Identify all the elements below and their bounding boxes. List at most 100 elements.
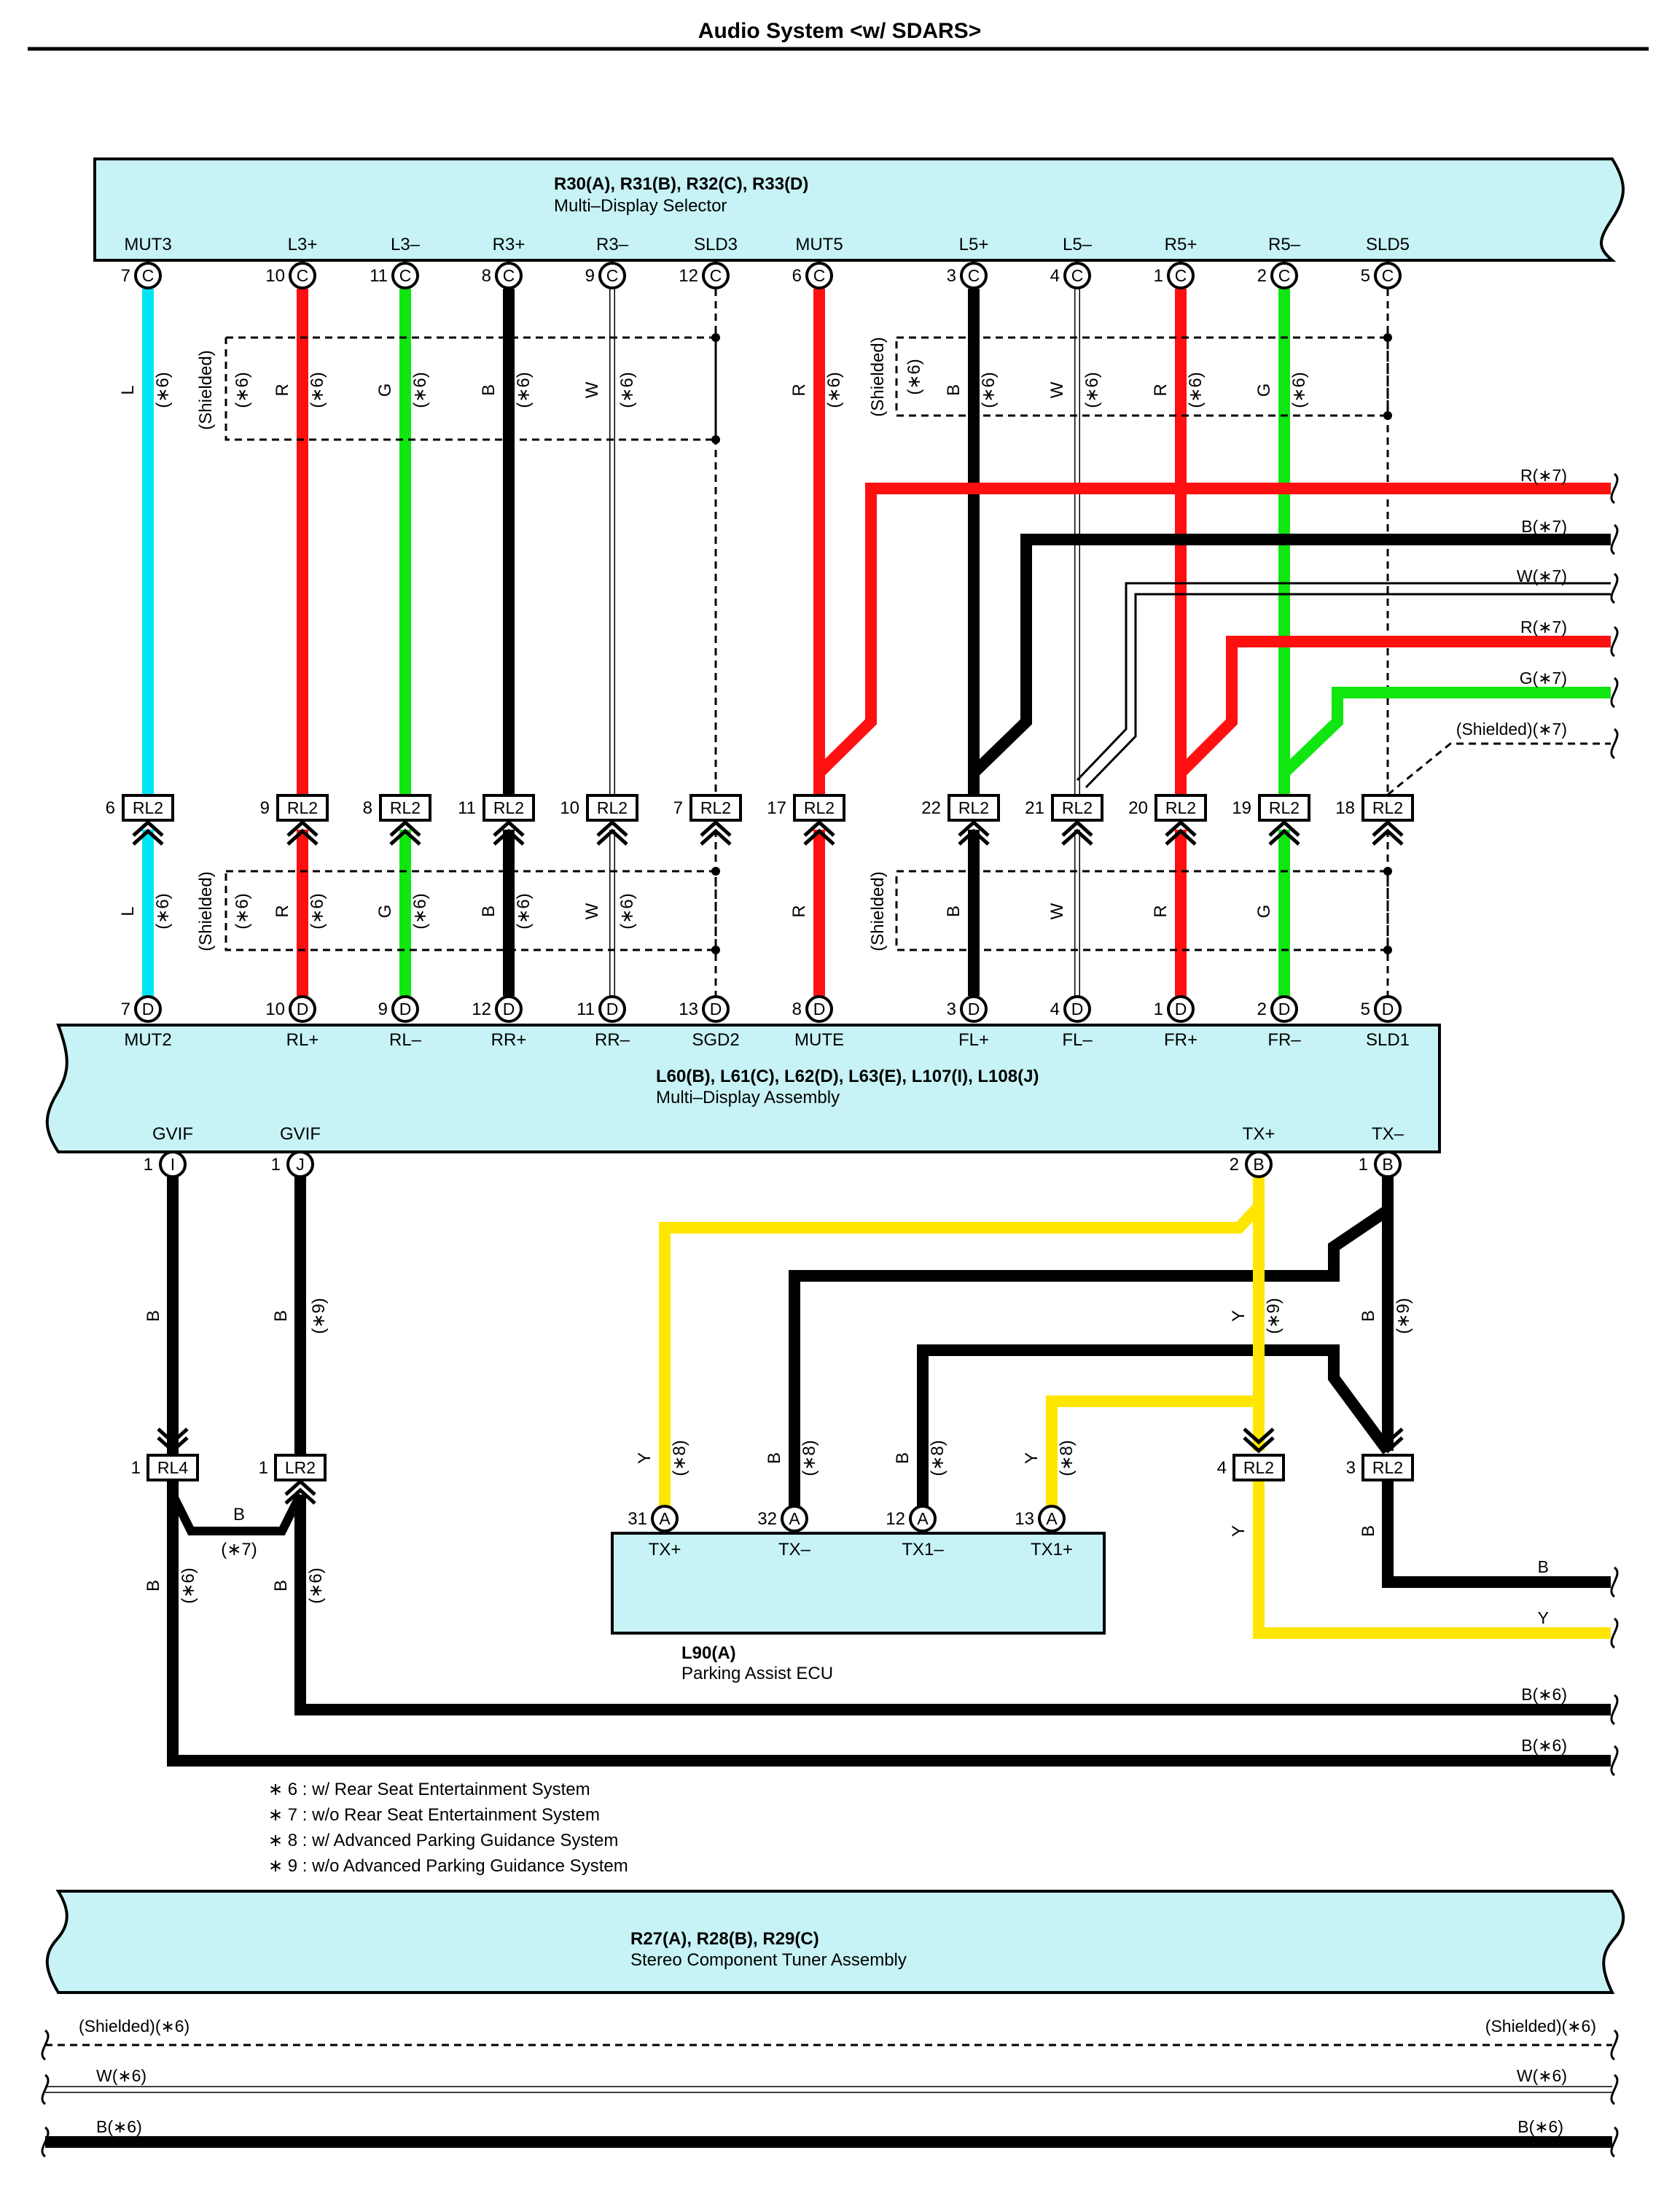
top-pin-label-6: MUT5 xyxy=(795,235,843,254)
shielded-label-1: (Shielded) xyxy=(196,350,216,429)
pa-pin-label-2: TX1– xyxy=(902,1540,944,1559)
opt6-sh3: (∗6) xyxy=(233,893,252,929)
rl2-4-chev-1 xyxy=(1243,1428,1275,1445)
bottom-break-right-0 xyxy=(1610,2029,1619,2061)
wire-color-top-8: W xyxy=(1047,381,1067,398)
rl4-out-color: B xyxy=(144,1580,163,1592)
rl2-4-chev-0 xyxy=(1243,1436,1275,1454)
rl2-num-11: 18 xyxy=(1335,798,1355,818)
rl2-3-out xyxy=(1382,1481,1611,1588)
shielded-label-4: (Shielded) xyxy=(868,871,888,951)
bot-pin-2-letter: D xyxy=(399,1000,412,1019)
top-pin-label-2: L3– xyxy=(391,235,421,254)
wire-opt-top-7: (∗6) xyxy=(979,372,999,408)
low-exit-b: B xyxy=(1538,1557,1549,1576)
bot-pin-6 xyxy=(805,995,833,1023)
shield-dot-4 xyxy=(711,867,720,876)
wire-color-bot-6: R xyxy=(789,905,809,917)
opt6-sh2: (∗6) xyxy=(905,359,924,394)
parking-ref: L90(A) xyxy=(681,1643,736,1663)
rl2-4-out-color: Y xyxy=(1229,1525,1249,1537)
rl2-chev-3-1 xyxy=(493,828,525,846)
bot-pin-num-4: 11 xyxy=(577,1000,595,1019)
top-pin-1 xyxy=(289,262,316,289)
wire-opt-bot-2: (∗6) xyxy=(410,893,430,929)
top-pin-11-letter: C xyxy=(1382,266,1394,285)
top-pin-num-0: 7 xyxy=(121,266,130,286)
exit-break-5 xyxy=(1610,728,1619,760)
tuner-name: Stereo Component Tuner Assembly xyxy=(630,1950,907,1970)
shielded-label-3: (Shielded) xyxy=(196,871,216,951)
label-layer: (Shielded) (Shielded) (Shielded) (Shielded)… xyxy=(106,235,1567,1755)
rl2-3-out-color: B xyxy=(1359,1525,1378,1537)
bot-pin-label-11: SLD1 xyxy=(1366,1030,1410,1050)
rl2-box-0-label: RL2 xyxy=(133,798,163,817)
top-pin-num-6: 6 xyxy=(792,266,802,286)
pa-pin-2-letter: A xyxy=(917,1509,929,1528)
gvif-j-pin xyxy=(286,1150,314,1178)
exit-break-4 xyxy=(1610,677,1619,709)
shield-dot-3 xyxy=(1383,411,1392,420)
bot-pin-label-4: RR– xyxy=(595,1030,630,1050)
shield-dot-2 xyxy=(1383,333,1392,342)
bot-pin-label-5: SGD2 xyxy=(692,1030,739,1050)
top-pin-label-9: R5+ xyxy=(1165,235,1198,254)
exit-label-4: G(∗7) xyxy=(1520,669,1567,688)
pa-pin-label-0: TX+ xyxy=(649,1540,681,1559)
shielded-label-2: (Shielded) xyxy=(868,337,888,416)
wire-color-bot-0: L xyxy=(118,906,138,916)
gvif-i-pin xyxy=(159,1150,187,1178)
bot-pin-1-letter: D xyxy=(297,1000,309,1019)
bot-pin-3-letter: D xyxy=(503,1000,515,1019)
top-pin-0-letter: C xyxy=(142,266,155,285)
lr2-num: 1 xyxy=(259,1458,268,1478)
wire-color-top-10: G xyxy=(1254,383,1274,397)
pa-pin-3-letter: A xyxy=(1046,1509,1058,1528)
assembly-box xyxy=(45,1024,1441,1153)
top-pin-10 xyxy=(1270,262,1298,289)
bot-pin-5 xyxy=(702,995,730,1023)
top-pin-6-letter: C xyxy=(813,266,826,285)
exit-shield xyxy=(1387,742,1611,796)
pa-pin-num-1: 32 xyxy=(757,1509,777,1529)
top-pin-3 xyxy=(495,262,523,289)
rl2-num-5: 7 xyxy=(673,798,683,818)
gvif-j-color: B xyxy=(271,1310,291,1322)
rl4-chev-0 xyxy=(157,1436,189,1454)
txm-pin-letter: B xyxy=(1382,1155,1393,1174)
wire-opt-bot-3: (∗6) xyxy=(514,893,534,929)
gvif-j-num: 1 xyxy=(271,1155,281,1175)
low-exit-b6b: B(∗6) xyxy=(1521,1736,1567,1755)
pa-pin-0-letter: A xyxy=(659,1509,671,1528)
shield-dot-0 xyxy=(711,333,720,342)
lr2-box xyxy=(274,1454,327,1481)
rl2-3-chev-0 xyxy=(1372,1436,1404,1454)
wire-color-top-7: B xyxy=(944,384,964,396)
selector-box xyxy=(93,157,1625,262)
exit-label-0: R(∗7) xyxy=(1520,466,1567,485)
low-exit-y: Y xyxy=(1538,1608,1549,1627)
top-pin-num-9: 1 xyxy=(1154,266,1163,286)
gvif-j-pin-letter: J xyxy=(296,1155,305,1174)
bot-pin-0 xyxy=(134,995,162,1023)
exit-break-2 xyxy=(1610,572,1619,604)
rl2-chev-2-1 xyxy=(389,828,421,846)
rl2-box-7-label: RL2 xyxy=(958,798,989,817)
bot-pin-num-1: 10 xyxy=(265,1000,285,1019)
txp-pin xyxy=(1245,1150,1273,1178)
assembly-ref: L60(B), L61(C), L62(D), L63(E), L107(I),… xyxy=(656,1067,1039,1086)
top-pin-label-0: MUT3 xyxy=(124,235,171,254)
rl2-box-10 xyxy=(1258,794,1310,822)
exit-break-1 xyxy=(1610,523,1619,556)
wire-color-top-3: B xyxy=(479,384,499,396)
bottom-shielded-left: (Shielded)(∗6) xyxy=(79,2017,190,2036)
wire-color-top-1: R xyxy=(273,383,292,396)
rl2-chev-6-1 xyxy=(803,828,835,846)
pa-color-2: B xyxy=(893,1452,913,1464)
pa-color-1: B xyxy=(765,1452,784,1464)
lr2-box-label: LR2 xyxy=(285,1458,316,1477)
rl4-out-opt: (∗6) xyxy=(179,1567,198,1603)
rl2-chev-6-0 xyxy=(803,819,835,837)
connector-layer xyxy=(41,262,1619,2158)
rl2-num-8: 21 xyxy=(1025,798,1044,818)
